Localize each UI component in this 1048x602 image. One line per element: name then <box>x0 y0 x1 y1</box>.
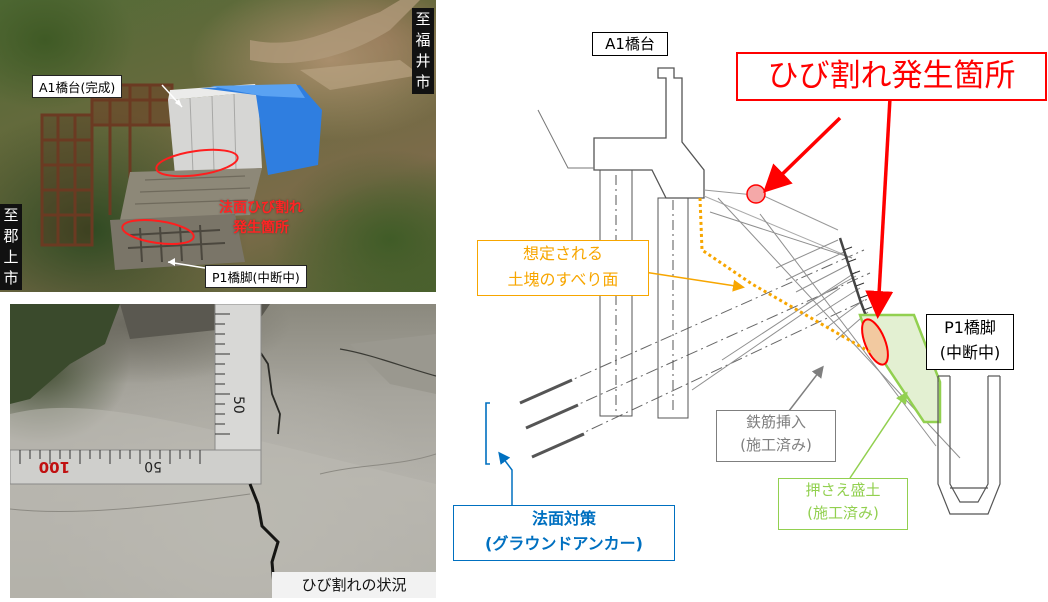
a1-abutment-shape <box>593 67 705 199</box>
anchor-bracket <box>485 402 490 465</box>
red-arrow-to-abutment <box>762 116 842 193</box>
crack-photo-scene: 50 100 50 <box>10 304 436 598</box>
a1-abutment-label: A1橋台(完成) <box>32 75 123 98</box>
p1-pier-label-diagram: P1橋脚 (中断中) <box>926 314 1014 370</box>
to-fukui-label: 至福 井市 <box>412 8 434 94</box>
counterweight-label: 押さえ盛土 (施工済み) <box>778 478 908 530</box>
abutment-crack-marker <box>746 184 766 204</box>
slip-surface-label: 想定される 土塊のすべり面 <box>477 240 649 296</box>
slope-crack-label: 法面ひび割れ 発生箇所 <box>219 200 303 236</box>
ground-anchor-label: 法面対策 (グラウンドアンカー) <box>453 505 675 561</box>
crack-ellipse-upper <box>155 148 239 178</box>
green-arrow <box>849 391 908 479</box>
to-gujo-label: 至郡 上市 <box>0 204 22 290</box>
rebar-insertion-label: 鉄筋挿入 (施工済み) <box>716 410 836 462</box>
ruler-horizontal-mark-100: 100 <box>39 458 70 476</box>
aerial-photo-scene <box>40 0 420 270</box>
rebar-lines <box>691 197 961 459</box>
main-crack-line <box>248 483 280 598</box>
slip-surface-line <box>698 197 871 354</box>
crack-caption: ひび割れの状況 <box>272 572 436 598</box>
cross-section-diagram: A1橋台 ひび割れ発生箇所 想定される 土塊のすべり面 P1橋脚 (中断中) 鉄… <box>453 0 1048 598</box>
anchor-heads <box>519 378 585 459</box>
diagram-a1-label: A1橋台 <box>592 32 668 56</box>
red-arrow-to-slope <box>865 97 894 319</box>
ground-line <box>537 109 594 169</box>
p1-pier-shape <box>937 375 1001 515</box>
ruler-horizontal-mark-50: 50 <box>144 458 162 474</box>
crack-ellipse-lower <box>121 219 195 245</box>
crack-photo: 50 100 50 ひび割れの状況 <box>10 304 436 598</box>
aerial-photo: 至福 井市 至郡 上市 A1橋台(完成) P1橋脚(中断中) 法面ひび割れ 発生… <box>0 0 436 292</box>
orange-arrow <box>643 271 745 292</box>
ruler-vertical-mark-50: 50 <box>230 396 246 414</box>
diagram-canvas <box>485 67 1001 536</box>
p1-pier-label: P1橋脚(中断中) <box>205 265 307 288</box>
crack-location-title: ひび割れ発生箇所 <box>736 52 1047 101</box>
slope-crack-marker <box>861 318 889 366</box>
